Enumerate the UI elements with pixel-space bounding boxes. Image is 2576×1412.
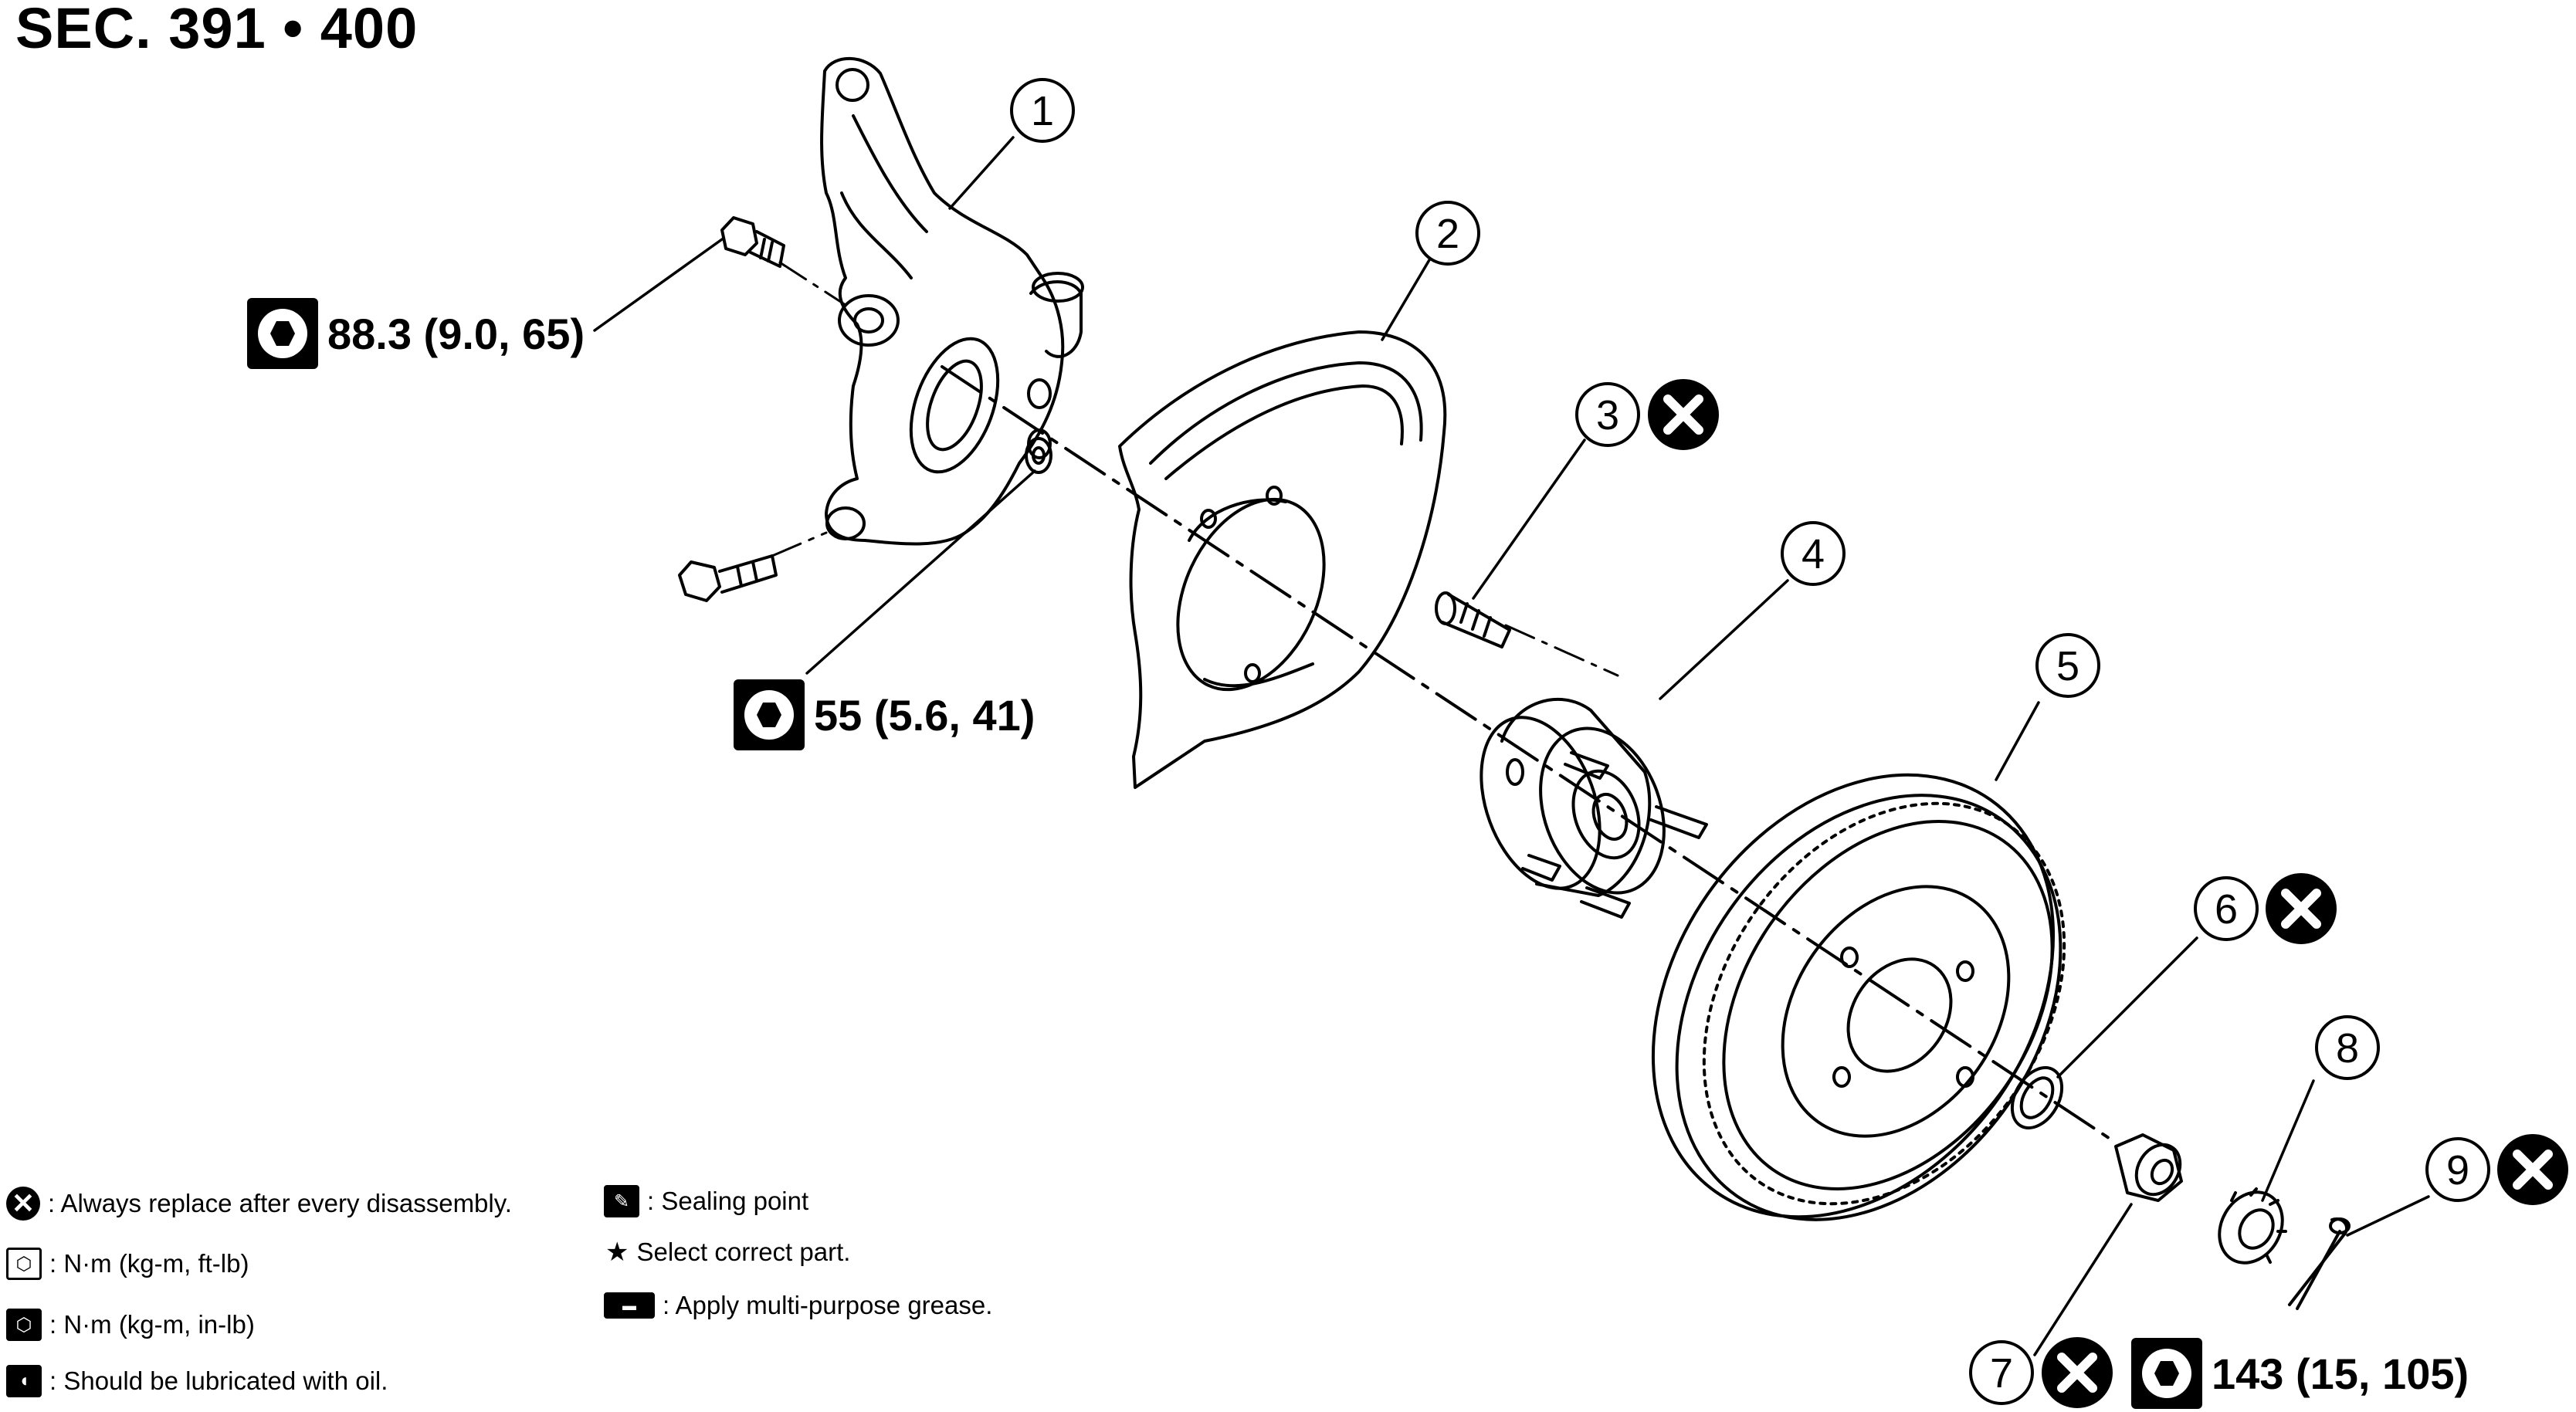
legend-grease: ▬ : Apply multi-purpose grease. [604,1291,992,1320]
legend-text: : Apply multi-purpose grease. [663,1291,993,1319]
callout-1: 1 [1010,78,1075,143]
callout-4: 4 [1781,521,1846,586]
section-title: SEC. 391 • 400 [15,0,419,60]
svg-text:3: 3 [1596,392,1619,438]
torque-spec-hub-nut: 143 (15, 105) [2131,1338,2469,1409]
wrench-icon [734,679,805,750]
wheel-hub-assembly [1480,697,1708,919]
knuckle-bolt-lower [678,554,778,602]
legend-replace: ✕ : Always replace after every disassemb… [6,1187,512,1221]
grease-icon: ▬ [604,1292,655,1319]
x-circle-icon: ✕ [6,1187,40,1221]
callout-5: 5 [2035,633,2100,698]
star-icon: ★ [605,1238,629,1267]
sealant-icon: ✎ [604,1185,639,1217]
wrench-icon: ⬡ [6,1248,42,1280]
torque-spec-plate-bolt: 55 (5.6, 41) [734,679,1035,750]
replace-marker-9 [2497,1134,2568,1205]
svg-text:5: 5 [2056,643,2079,689]
oil-can-icon: ◖ [6,1365,42,1397]
svg-text:8: 8 [2336,1025,2359,1072]
callout-3: 3 [1575,382,1640,447]
legend-sealing: ✎ : Sealing point [604,1185,808,1217]
callout-8: 8 [2315,1015,2380,1080]
legend-torque-inlb: ⬡ : N·m (kg-m, in-lb) [6,1309,255,1341]
legend-select: ★ Select correct part. [605,1237,850,1268]
center-axis [941,365,2117,1144]
svg-text:7: 7 [1990,1350,2013,1397]
torque-value: 55 (5.6, 41) [814,690,1035,740]
wrench-icon [247,298,318,369]
wrench-filled-icon: ⬡ [6,1309,42,1341]
torque-value: 143 (15, 105) [2212,1349,2469,1398]
steering-knuckle [820,56,1084,546]
knuckle-bolt-upper [720,216,785,268]
callout-6: 6 [2194,876,2259,941]
baffle-plate [1118,330,1447,789]
washer-seal [2010,1066,2064,1129]
wrench-icon [2131,1338,2202,1409]
plate-bolt-small [1025,437,1052,474]
torque-spec-knuckle-bolt: 88.3 (9.0, 65) [247,298,585,369]
legend-text: : Should be lubricated with oil. [49,1366,388,1395]
svg-text:2: 2 [1436,211,1459,257]
legend-text: : N·m (kg-m, in-lb) [49,1310,255,1339]
legend-torque-ftlb: ⬡ : N·m (kg-m, ft-lb) [6,1248,249,1280]
brake-rotor [1651,773,2066,1221]
legend-text: : Sealing point [647,1187,809,1215]
nut-retainer [2218,1187,2287,1265]
hub-bolt [1435,591,1511,648]
legend-text: Select correct part. [636,1238,851,1266]
legend-text: : N·m (kg-m, ft-lb) [49,1249,249,1278]
svg-text:1: 1 [1031,88,1054,134]
callout-7: 7 [1969,1340,2034,1405]
callout-9: 9 [2425,1137,2490,1202]
replace-marker-6 [2266,873,2337,944]
replace-marker-3 [1648,379,1719,450]
hub-lock-nut [2114,1133,2183,1202]
leader-lines [593,136,2430,1356]
bolt-axis-lines [771,261,1619,677]
svg-text:4: 4 [1802,531,1825,577]
svg-text:9: 9 [2446,1147,2469,1194]
replace-marker-7 [2042,1337,2113,1408]
torque-value: 88.3 (9.0, 65) [327,309,585,358]
cotter-pin [2288,1217,2351,1310]
svg-text:6: 6 [2215,886,2238,933]
legend-oil: ◖ : Should be lubricated with oil. [6,1365,388,1397]
legend-text: : Always replace after every disassembly… [48,1189,512,1217]
callout-2: 2 [1415,201,1480,266]
